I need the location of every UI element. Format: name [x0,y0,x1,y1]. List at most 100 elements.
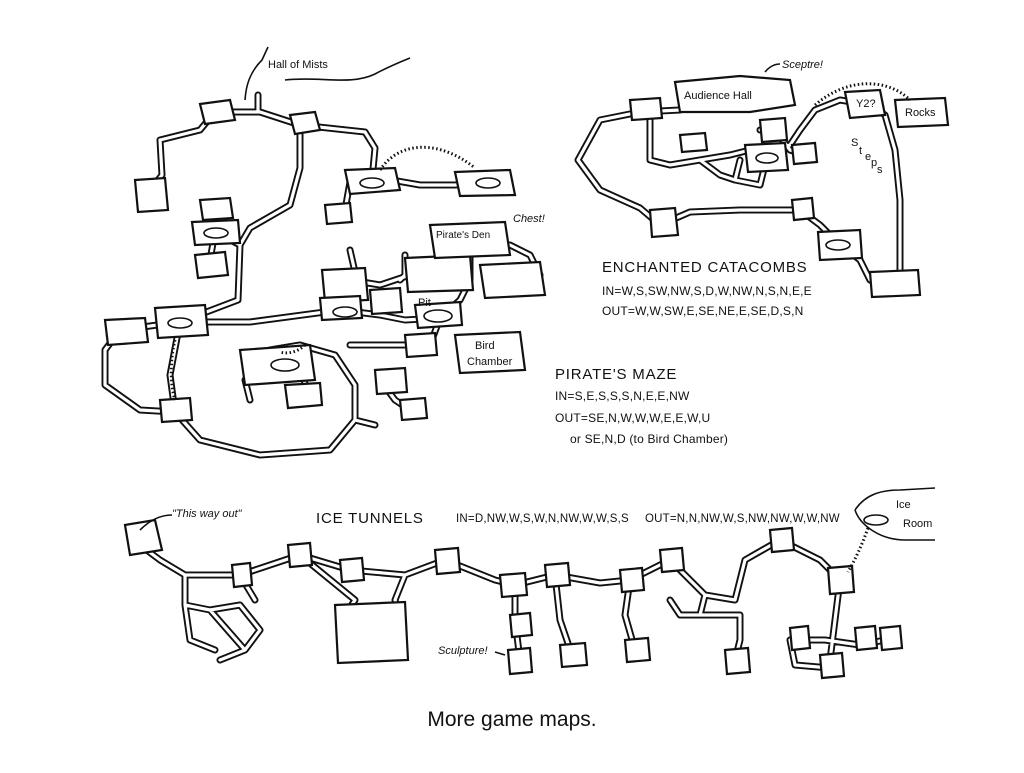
pit-label: Pit [418,297,431,309]
pirates-maze-in-directions: IN=S,E,S,S,S,N,E,E,NW [555,389,690,403]
pool-marker [825,239,851,251]
pirates-maze-title: PIRATE'S MAZE [555,366,678,383]
ice-tunnels-map [123,487,936,680]
maze-chamber [373,366,409,396]
maze-chamber [323,201,354,226]
ice-chamber [768,526,796,554]
ice-chamber [543,561,572,589]
steps-label-letter: S [851,137,859,149]
maze-chamber [198,196,235,222]
maze-chamber [403,253,475,294]
bird-chamber-label-line2: Chamber [467,356,513,368]
maze-chamber [478,260,547,300]
catacomb-chamber [678,131,709,154]
catacomb-chamber [790,196,816,222]
ice-chamber [286,541,314,569]
ice-tunnels-out-directions: OUT=N,N,NW,W,S,NW,NW,W,W,NW [645,513,840,525]
bird-chamber-label-line1: Bird [475,340,495,352]
ice-chamber [433,546,462,576]
pool-marker [203,227,229,239]
maze-chamber [288,110,322,136]
pool-marker [475,177,501,189]
pool-marker [755,152,779,164]
ice-chamber [853,624,879,652]
ice-chamber [558,641,589,669]
ice-chamber-exit [123,518,164,557]
maze-chamber [320,266,370,304]
ice-room-label-line2: Room [903,518,933,530]
catacomb-chamber [868,268,922,299]
sculpture-label: Sculpture! [438,645,488,657]
steps-label-letter: p [871,157,878,169]
maze-chamber [198,98,237,126]
hall-of-mists-label: Hall of Mists [268,59,328,71]
ice-room-pool [863,514,889,526]
hall-of-mists-outline [244,46,411,101]
maze-chamber [403,331,439,359]
enchanted-catacombs-title: ENCHANTED CATACOMBS [602,259,808,276]
enchanted-catacombs-out-directions: OUT=W,W,SW,E,SE,NE,E,SE,D,S,N [602,304,804,318]
ice-chamber [230,561,254,589]
ice-chamber [618,566,646,594]
ice-room-outline [854,487,936,541]
ice-chamber [788,624,812,652]
maze-chamber [368,286,404,316]
maze-chamber [158,396,194,424]
rocks-room [893,96,950,129]
enchanted-catacombs-in-directions: IN=W,S,SW,NW,S,D,W,NW,N,S,N,E,E [602,284,812,298]
ice-chamber [333,600,410,665]
audience-hall-label: Audience Hall [684,90,752,102]
ice-tunnels-title: ICE TUNNELS [316,510,424,527]
pool-marker [270,358,300,372]
ice-tunnels-in-directions: IN=D,NW,W,S,W,N,NW,W,W,S,S [456,513,629,525]
ice-chamber [818,651,846,680]
hatched-slope [279,343,307,355]
sceptre-label: Sceptre! [782,59,823,71]
ice-chamber [623,636,652,664]
maze-chamber [283,381,324,410]
catacomb-chamber [628,96,664,122]
audience-hall-room [673,74,797,114]
ice-chamber [878,624,904,652]
hatched-slope [846,527,870,573]
hatched-slope [169,339,177,401]
steps-label-letter: e [865,151,872,163]
pit-pool [423,309,453,323]
pool-marker [332,306,358,318]
ice-chamber [498,571,529,599]
ice-chamber [723,646,752,676]
slide-caption: More game maps. [427,708,597,731]
maze-chamber [398,396,429,422]
pirates-den-label: Pirate's Den [436,230,491,241]
pool-marker [359,177,385,189]
pirates-den-room [428,220,512,260]
exit-pointer [139,514,173,531]
hatched-slope [378,145,476,171]
catacomb-chamber [790,141,819,166]
ice-chamber [508,611,534,639]
catacomb-chamber [758,116,789,144]
sceptre-pointer [764,63,781,73]
steps-label-letter: t [859,145,863,157]
pirates-maze-out-directions: OUT=SE,N,W,W,W,E,E,W,U [555,411,711,425]
chest-label: Chest! [513,213,545,225]
this-way-out-label: "This way out" [172,508,242,520]
bird-chamber-room [453,330,527,375]
steps-label-letter: s [877,164,883,176]
ice-chamber [826,564,856,596]
pirates-maze-map [101,46,547,459]
maze-chamber [193,250,230,280]
ice-chamber [658,546,686,574]
rocks-label: Rocks [905,107,936,119]
pirates-maze-alt-directions: or SE,N,D (to Bird Chamber) [570,432,729,446]
enchanted-catacombs-map [574,63,950,299]
pool-marker [167,317,193,329]
sculpture-pointer [494,651,506,656]
ice-room-label-line1: Ice [896,499,911,511]
y2-room [843,88,887,120]
sculpture-chamber [506,646,534,676]
catacomb-chamber [648,206,680,239]
y2-label: Y2? [856,98,876,110]
